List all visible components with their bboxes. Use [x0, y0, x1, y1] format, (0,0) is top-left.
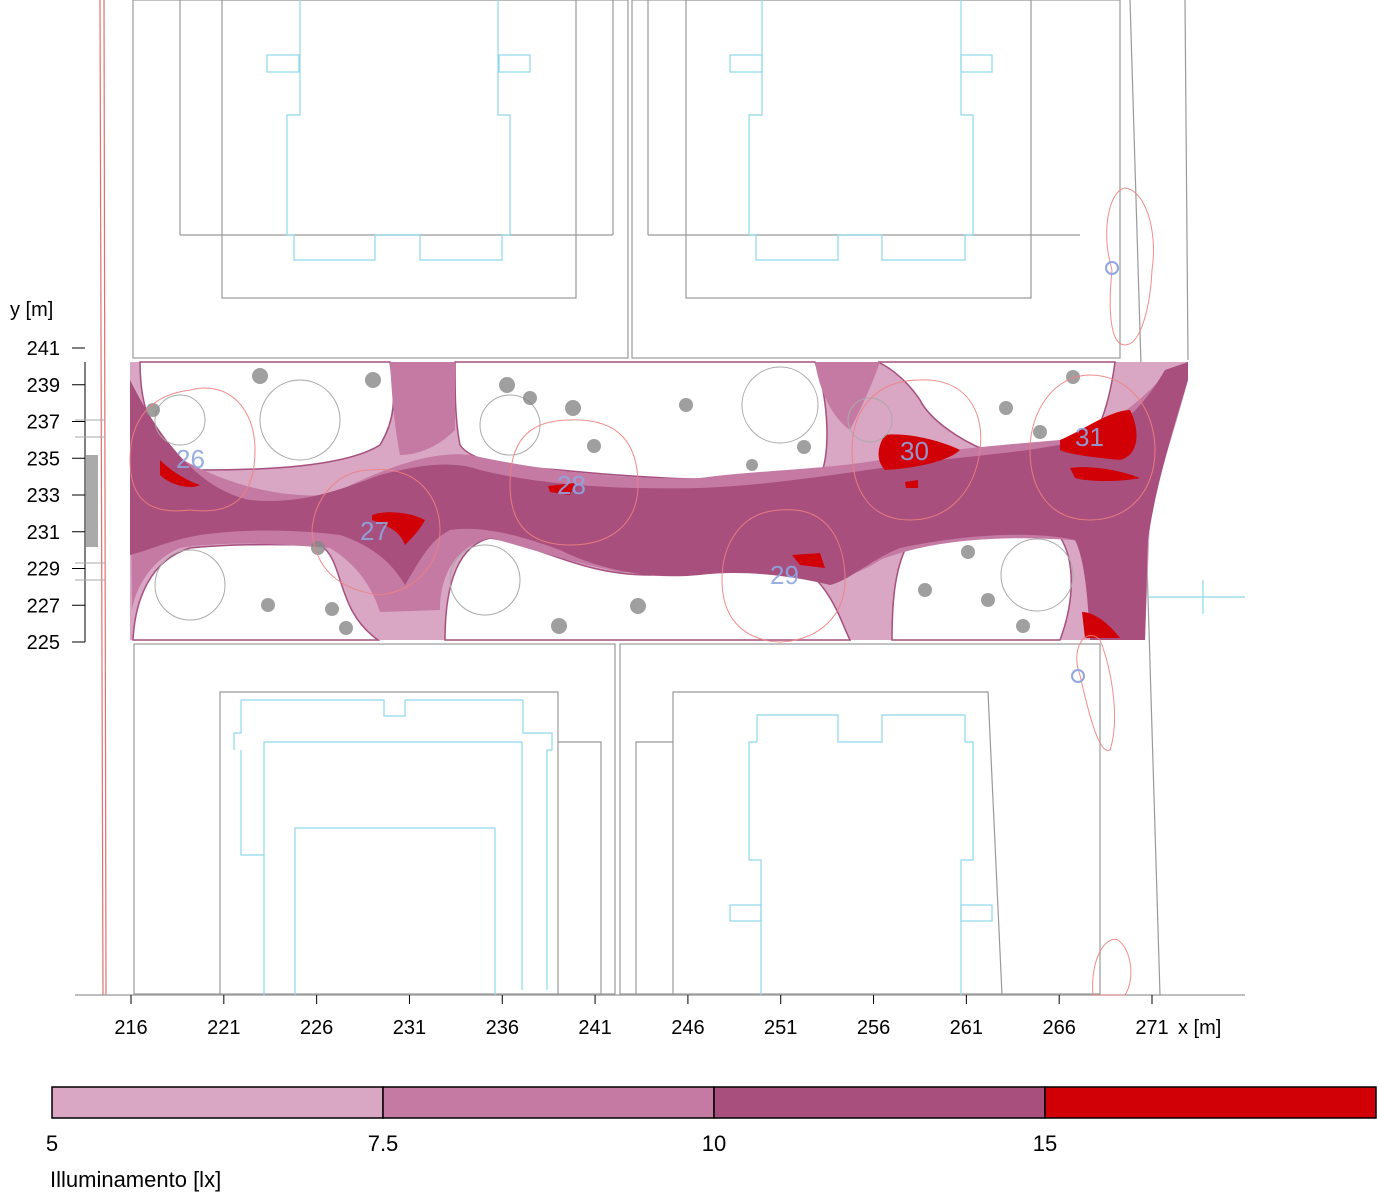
y-axis-label: y [m] — [10, 299, 53, 321]
y-tick-label: 227 — [27, 595, 60, 617]
x-tick-label: 241 — [578, 1017, 611, 1039]
site-linework — [75, 0, 1245, 996]
x-tick-label: 266 — [1042, 1017, 1075, 1039]
vegetation — [154, 366, 1074, 621]
luminaire-31: 31 — [1075, 422, 1104, 452]
luminaire-29: 29 — [770, 560, 799, 590]
x-tick-label: 256 — [857, 1017, 890, 1039]
legend-threshold-label: 15 — [1033, 1131, 1057, 1156]
shrubs — [146, 368, 1080, 635]
y-tick-label: 239 — [27, 375, 60, 397]
luminaire-labels: 26 27 28 29 30 31 — [176, 261, 1119, 683]
luminaire-27: 27 — [360, 516, 389, 546]
x-tick-label: 261 — [950, 1017, 983, 1039]
luminaire-patterns — [129, 187, 1156, 996]
x-tick-label: 226 — [300, 1017, 333, 1039]
x-tick-label: 246 — [671, 1017, 704, 1039]
y-tick-label: 237 — [27, 412, 60, 434]
y-axis — [75, 362, 105, 642]
y-tick-label: 225 — [27, 632, 60, 654]
x-tick-label: 236 — [486, 1017, 519, 1039]
x-tick-label: 221 — [207, 1017, 240, 1039]
legend-swatch — [713, 1086, 1046, 1119]
luminaire-26: 26 — [176, 444, 205, 474]
x-tick-label: 231 — [393, 1017, 426, 1039]
x-tick-label: 251 — [764, 1017, 797, 1039]
x-tick-label: 271 — [1135, 1017, 1168, 1039]
legend-swatch — [1044, 1086, 1377, 1119]
legend-threshold-label: 5 — [46, 1131, 58, 1156]
y-tick-label: 231 — [27, 522, 60, 544]
luminaire-30: 30 — [900, 436, 929, 466]
street-band — [130, 361, 1188, 641]
y-tick-label: 235 — [27, 448, 60, 470]
legend-swatch — [382, 1086, 715, 1119]
legend-swatch — [51, 1086, 384, 1119]
legend-threshold-label: 10 — [702, 1131, 726, 1156]
legend-threshold-label: 7.5 — [368, 1131, 399, 1156]
luminaire-28: 28 — [557, 470, 586, 500]
x-axis-ticks: 216 221 226 231 236 241 246 251 256 261 266 271 — [114, 995, 1169, 1039]
x-axis-label: x [m] — [1178, 1017, 1221, 1039]
y-tick-label: 241 — [27, 338, 60, 360]
y-axis-ticks: 241 239 237 235 233 231 229 227 225 — [27, 338, 85, 654]
y-tick-label: 233 — [27, 485, 60, 507]
y-tick-label: 229 — [27, 559, 60, 581]
x-tick-label: 216 — [114, 1017, 147, 1039]
legend: 5 7.5 10 15 — [46, 1086, 1377, 1156]
legend-title: Illuminamento [lx] — [50, 1167, 221, 1192]
